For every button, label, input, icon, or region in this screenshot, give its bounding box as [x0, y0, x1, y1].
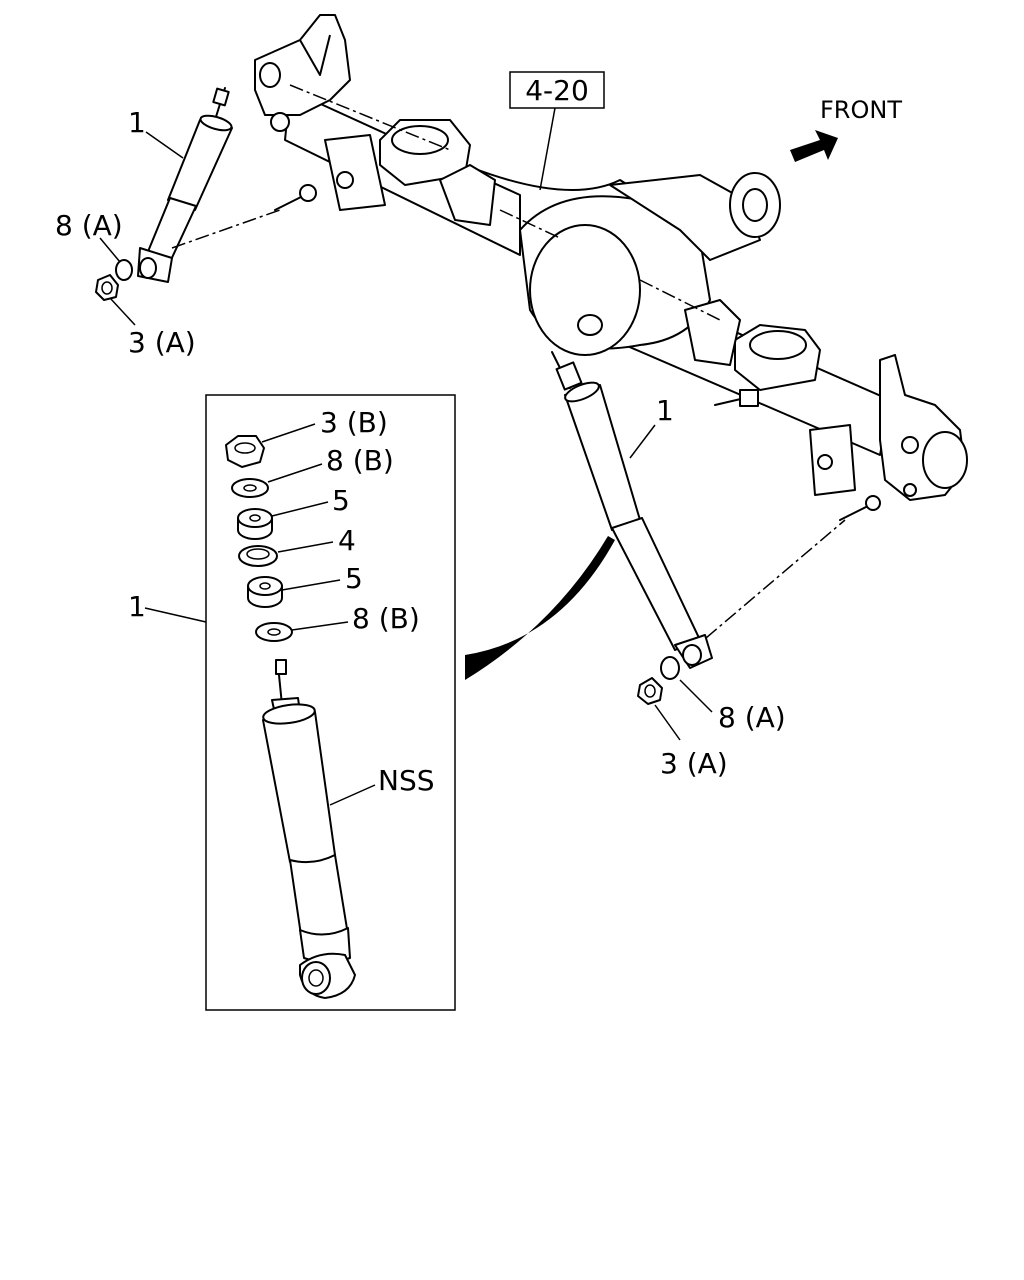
label-inset-washer-bottom: 8 (B)	[352, 602, 420, 635]
label-shock-left: 1	[128, 106, 146, 139]
front-label: FRONT	[820, 96, 902, 124]
label-inset-shock: 1	[128, 590, 146, 623]
rear-axle	[254, 14, 968, 521]
label-inset-bushing-top: 5	[332, 484, 350, 517]
inset-shock-body	[262, 659, 356, 999]
curved-pointer	[465, 536, 615, 680]
label-washer-right: 8 (A)	[718, 701, 786, 734]
inset-nut	[225, 435, 265, 468]
label-inset-plate: 4	[338, 524, 356, 557]
shock-absorber-left	[95, 87, 281, 301]
label-inset-nut: 3 (B)	[320, 406, 388, 439]
label-inset-nss: NSS	[378, 764, 435, 797]
reference-label: 4-20	[525, 74, 589, 107]
front-arrow-icon	[790, 130, 838, 162]
label-nut-right: 3 (A)	[660, 747, 728, 780]
inset-detail	[205, 394, 456, 1011]
label-washer-left: 8 (A)	[55, 209, 123, 242]
front-indicator: FRONT	[790, 96, 902, 162]
inset-washer-bottom	[255, 622, 293, 642]
label-inset-washer-top: 8 (B)	[326, 444, 394, 477]
inset-washer-top	[231, 478, 269, 498]
label-nut-left: 3 (A)	[128, 326, 196, 359]
shock-absorber-right	[551, 351, 846, 705]
label-inset-bushing-bottom: 5	[345, 562, 363, 595]
reference-box: 4-20	[509, 71, 605, 191]
label-shock-right: 1	[656, 394, 674, 427]
